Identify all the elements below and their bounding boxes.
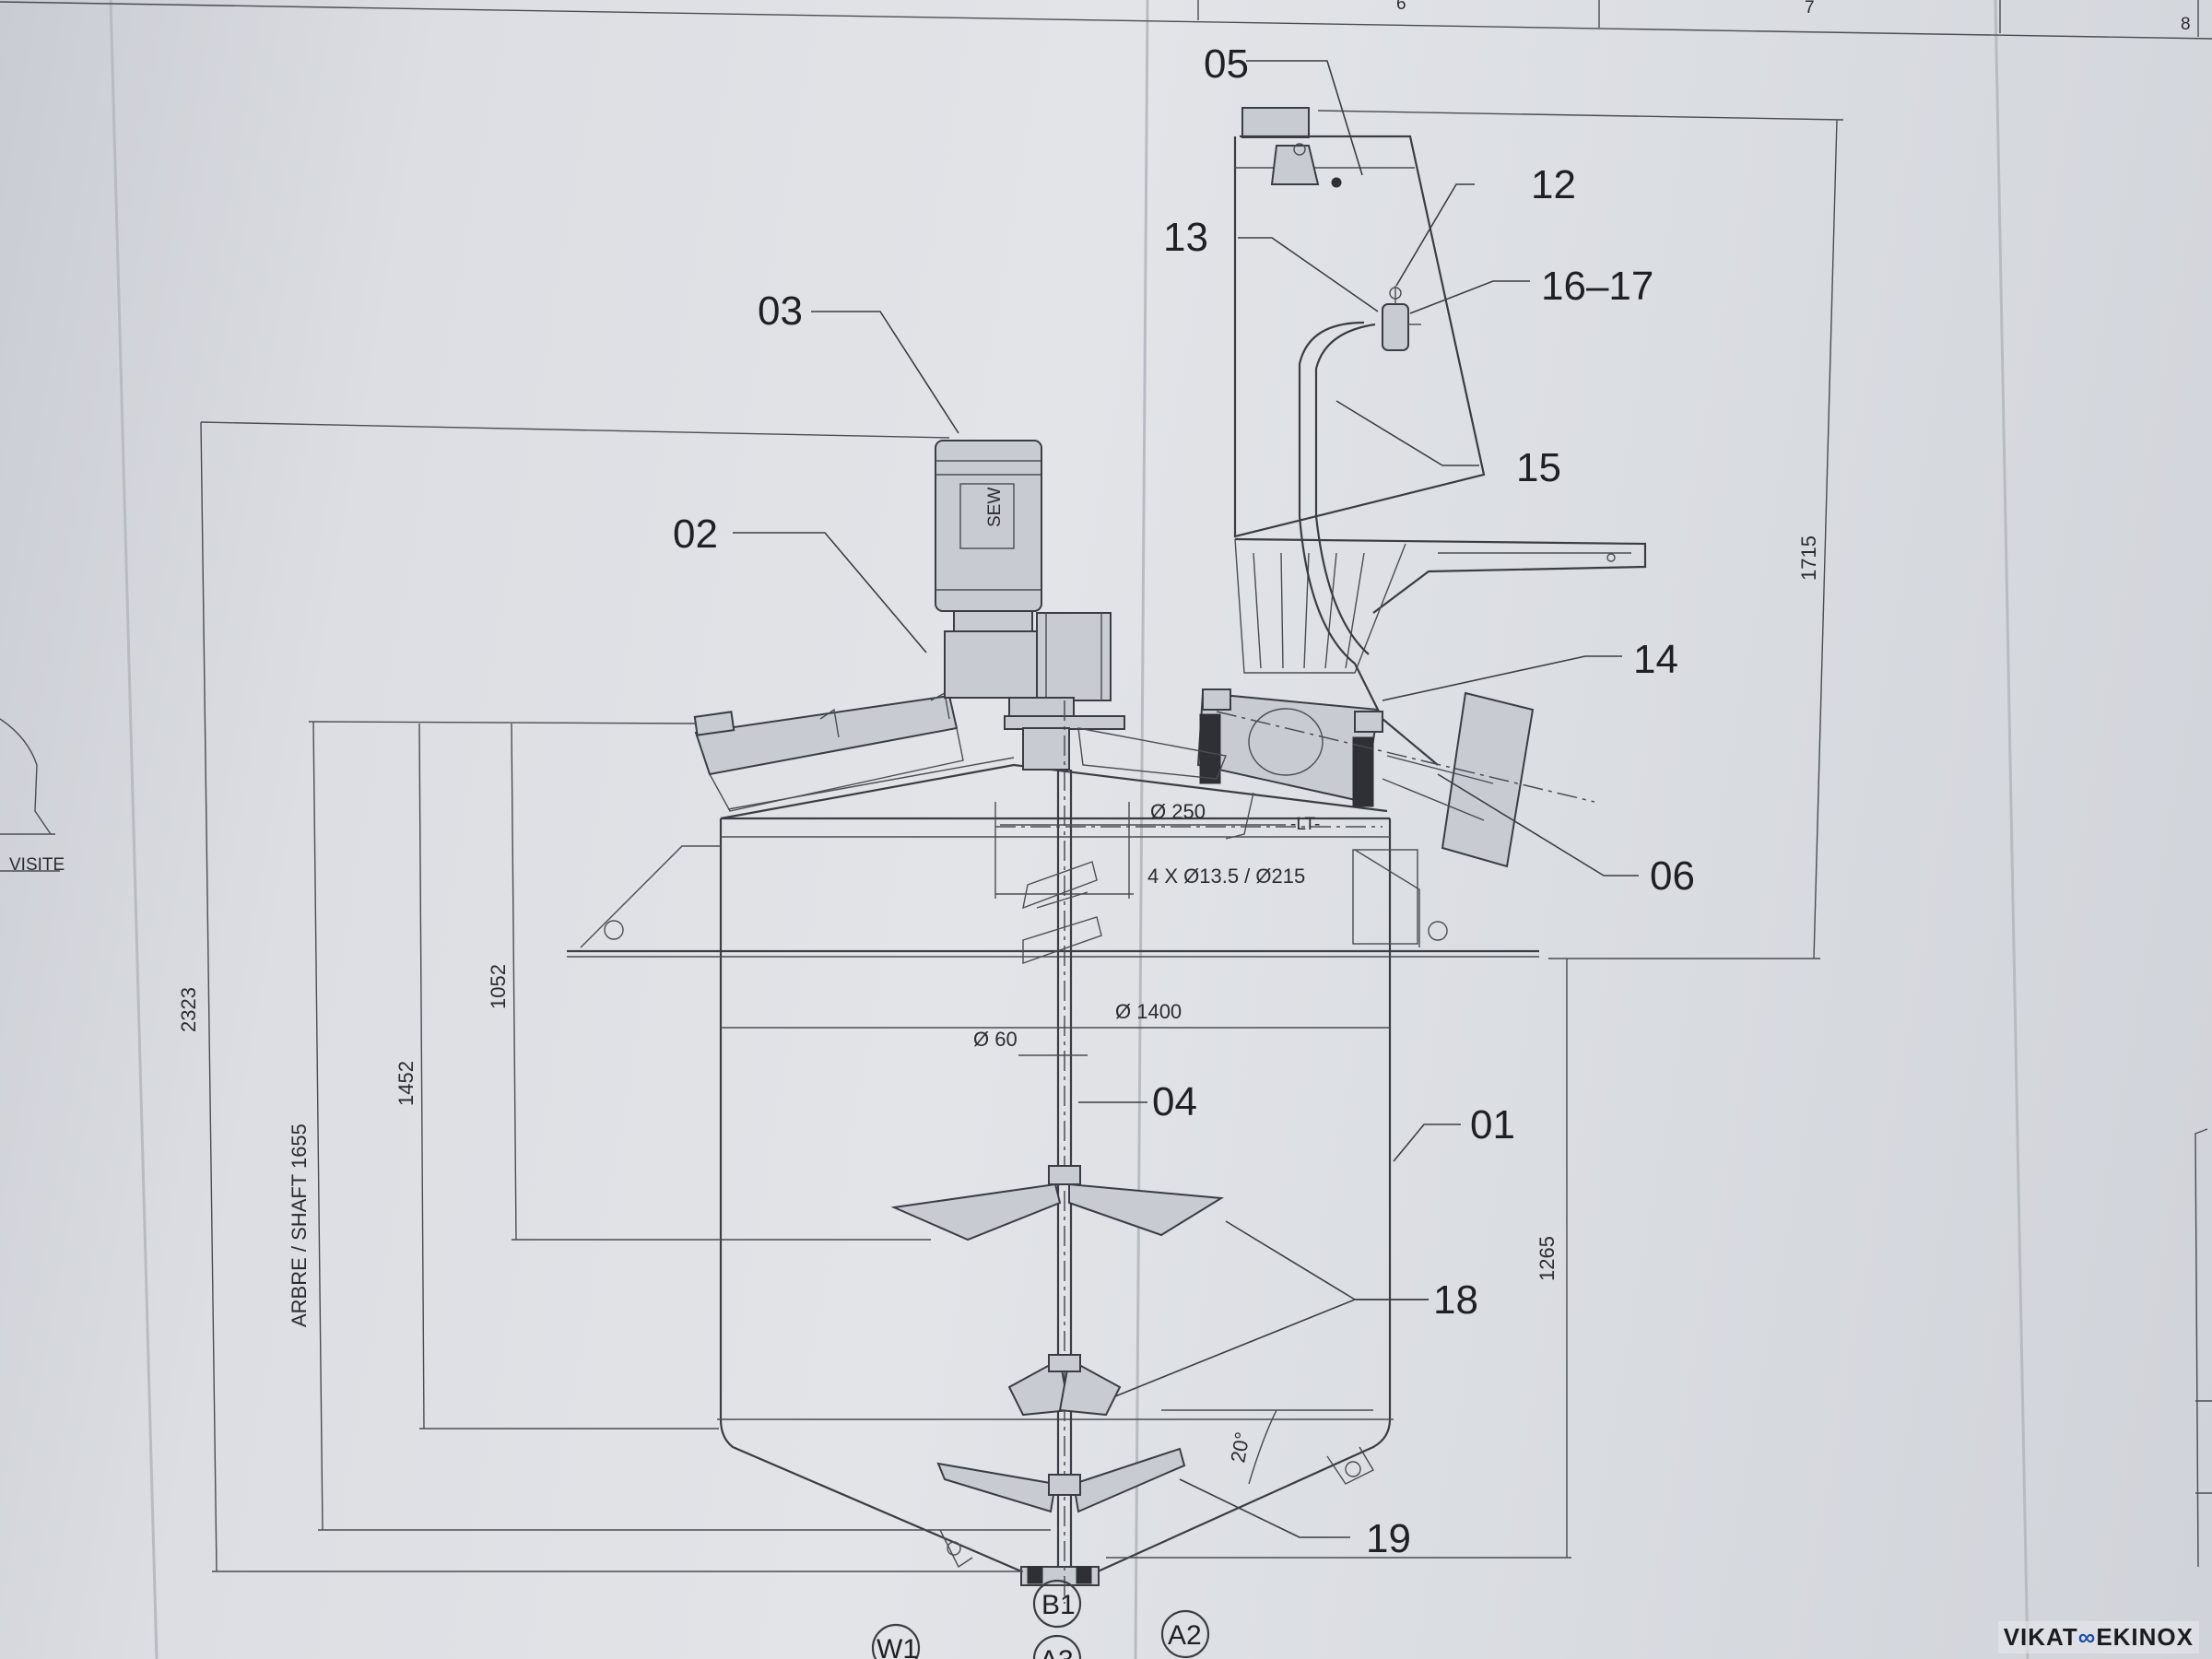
visite-partial-view: VISITE — [0, 718, 65, 875]
agitator-shaft — [1022, 700, 1102, 1604]
callout-14: 14 — [1633, 637, 1678, 682]
dim-shaft: ARBRE / SHAFT 1655 — [288, 1124, 311, 1327]
sheet-column-7: 7 — [1805, 0, 1815, 18]
connection-a3-circle — [1032, 1634, 1082, 1659]
title-block-top: 6 7 8 — [0, 0, 2212, 40]
fold-line — [1134, 0, 1149, 1659]
connection-b1: B1 — [1041, 1590, 1076, 1620]
hopper — [1233, 107, 1647, 674]
connection-a2: A2 — [1168, 1620, 1202, 1651]
dim-angle-20: 20° — [1226, 1430, 1253, 1465]
connection-a3: A3 — [1040, 1645, 1074, 1659]
dim-lt: -LT- — [1290, 815, 1320, 834]
impeller-upper — [890, 1165, 1225, 1241]
feed-valve — [995, 688, 1595, 868]
callout-01: 01 — [1470, 1102, 1515, 1147]
dim-bolt-pattern: 4 X Ø13.5 / Ø215 — [1147, 865, 1305, 888]
impeller-bottom — [936, 1447, 1186, 1513]
dim-1452: 1452 — [394, 1061, 418, 1106]
gearbox — [944, 612, 1125, 730]
callout-05: 05 — [1204, 41, 1249, 87]
connection-a2-circle — [1160, 1609, 1210, 1659]
connection-w1-circle — [871, 1623, 921, 1659]
dim-1052: 1052 — [487, 964, 510, 1009]
dim-dia-250: Ø 250 — [1150, 800, 1206, 823]
dim-1715: 1715 — [1797, 535, 1820, 581]
dimension-lines: 2323 ARBRE / SHAFT 1655 1452 1052 1715 1… — [177, 110, 1844, 1572]
callout-19: 19 — [1366, 1516, 1411, 1561]
right-edge-table — [2194, 1128, 2212, 1568]
sheet-column-6: 6 — [1396, 0, 1406, 14]
impeller-lower — [1007, 1354, 1122, 1417]
brand-left: VIKAT — [2003, 1623, 2078, 1651]
dim-dia-1400: Ø 1400 — [1115, 1000, 1182, 1023]
sheet-column-8: 8 — [2181, 15, 2191, 34]
tank-body — [567, 817, 1539, 1586]
connection-markers: B1 A2 W1 A3 — [871, 1579, 1210, 1659]
callout-06: 06 — [1650, 853, 1695, 899]
level-sensor-assembly — [1298, 286, 1439, 766]
callout-12: 12 — [1531, 162, 1576, 207]
callout-18: 18 — [1433, 1277, 1478, 1323]
motor-plate: SEW — [985, 488, 1005, 527]
connection-w1: W1 — [877, 1634, 918, 1659]
brand-logo-icon: ∞ — [2077, 1623, 2097, 1651]
callout-02: 02 — [673, 512, 718, 557]
leader-lines — [733, 60, 1639, 1538]
callout-13: 13 — [1163, 215, 1208, 260]
fold-line — [1994, 0, 2030, 1659]
agitator-motor: SEW — [935, 440, 1042, 632]
callouts: 05 12 13 16–17 03 15 02 14 06 04 01 18 1… — [673, 41, 1695, 1561]
callout-03: 03 — [758, 288, 803, 334]
callout-04: 04 — [1152, 1079, 1197, 1124]
watermark-brand: VIKAT∞EKINOX — [1997, 1621, 2199, 1653]
connection-b1-circle — [1032, 1579, 1082, 1629]
dim-2323: 2323 — [177, 987, 200, 1032]
fold-line — [109, 0, 159, 1659]
visite-label: VISITE — [9, 855, 65, 875]
callout-16-17: 16–17 — [1541, 264, 1653, 309]
brand-right: EKINOX — [2096, 1623, 2194, 1651]
callout-15: 15 — [1516, 445, 1561, 490]
dim-1265: 1265 — [1535, 1236, 1559, 1281]
dim-dia-60: Ø 60 — [973, 1028, 1018, 1051]
manhole-cover — [693, 691, 964, 812]
